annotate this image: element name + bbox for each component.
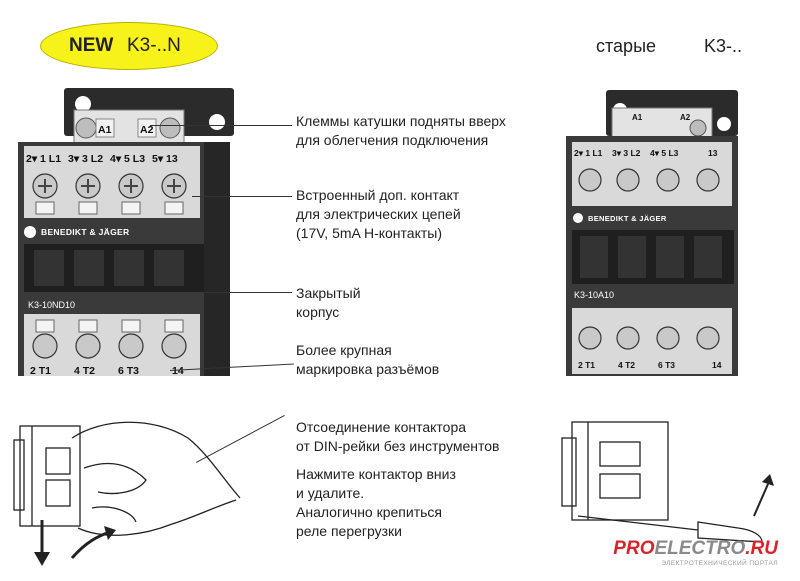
top-term-2: 3▾ 3 L2 bbox=[68, 153, 103, 165]
aux-annotation-line: (17V, 5mA H-контакты) bbox=[296, 225, 443, 241]
new-brand-label: BENEDIKT & JÄGER bbox=[41, 227, 129, 237]
old-model-label: K3-.. bbox=[704, 36, 743, 56]
old-coil-a1-label: A1 bbox=[632, 113, 643, 122]
watermark-pro: PRO bbox=[613, 538, 655, 559]
old-top-term-2: 3▾ 3 L2 bbox=[612, 148, 641, 158]
closed-annotation-line: Закрытый bbox=[296, 285, 361, 301]
old-bottom-term-3: 6 T3 bbox=[658, 360, 675, 370]
aux-annotation-line: для электрических цепей bbox=[296, 206, 461, 222]
coil-annotation: Клеммы катушки подняты вверх для облегче… bbox=[296, 112, 506, 150]
new-label: NEW bbox=[69, 35, 114, 56]
new-model-plate: K3-10ND10 bbox=[28, 300, 75, 310]
old-label: старые bbox=[596, 36, 657, 56]
old-top-term-1: 2▾ 1 L1 bbox=[574, 148, 603, 158]
press-annotation-line: Нажмите контактор вниз bbox=[296, 466, 456, 482]
bottom-term-3: 6 T3 bbox=[118, 365, 139, 377]
closed-annotation-line: корпус bbox=[296, 304, 340, 320]
coil-annotation-line: Клеммы катушки подняты вверх bbox=[296, 113, 506, 129]
coil-annotation-line: для облегчения подключения bbox=[296, 132, 489, 148]
press-annotation-line: реле перегрузки bbox=[296, 523, 402, 539]
old-model-plate: K3-10A10 bbox=[574, 290, 614, 300]
din-annotation: Отсоединение контактора от DIN-рейки без… bbox=[296, 418, 500, 456]
press-annotation-line: Аналогично крепиться bbox=[296, 504, 442, 520]
top-term-1: 2▾ 1 L1 bbox=[26, 153, 61, 165]
bottom-term-1: 2 T1 bbox=[30, 365, 51, 377]
proelectro-watermark: PROELECTRO.RU ЭЛЕКТРОТЕХНИЧЕСКИЙ ПОРТАЛ bbox=[613, 538, 778, 567]
leader-aux bbox=[192, 196, 292, 197]
closed-annotation: Закрытый корпус bbox=[296, 284, 361, 322]
old-brand-label: BENEDIKT & JÄGER bbox=[588, 214, 667, 223]
top-term-3: 4▾ 5 L3 bbox=[110, 153, 145, 165]
coil-a2-label: A2 bbox=[140, 124, 154, 136]
old-contactor-image: A1 A2 2▾ 1 L1 3▾ 3 L2 4▾ 5 L3 13 BENEDIK… bbox=[566, 90, 738, 376]
marking-annotation-line: маркировка разъёмов bbox=[296, 361, 440, 377]
new-model-label: K3-..N bbox=[127, 35, 181, 56]
watermark-electro: ELECTRO bbox=[654, 538, 746, 559]
new-model-badge: NEW K3-..N bbox=[40, 22, 218, 70]
bottom-term-4: 14 bbox=[172, 365, 184, 377]
old-bottom-term-2: 4 T2 bbox=[618, 360, 635, 370]
watermark-ru: .RU bbox=[745, 538, 778, 559]
watermark-subtitle: ЭЛЕКТРОТЕХНИЧЕСКИЙ ПОРТАЛ bbox=[661, 560, 778, 567]
old-bottom-term-4: 14 bbox=[712, 360, 722, 370]
press-annotation-line: и удалите. bbox=[296, 485, 365, 501]
leader-closed bbox=[205, 292, 292, 293]
din-annotation-line: Отсоединение контактора bbox=[296, 419, 467, 435]
aux-annotation: Встроенный доп. контакт для электрически… bbox=[296, 186, 461, 243]
press-annotation: Нажмите контактор вниз и удалите. Аналог… bbox=[296, 465, 456, 541]
marking-annotation: Более крупная маркировка разъёмов bbox=[296, 341, 439, 379]
leader-coil bbox=[150, 125, 292, 126]
din-annotation-line: от DIN-рейки без инструментов bbox=[296, 438, 500, 454]
old-top-term-4: 13 bbox=[708, 148, 718, 158]
aux-annotation-line: Встроенный доп. контакт bbox=[296, 187, 460, 203]
old-bottom-term-1: 2 T1 bbox=[578, 360, 595, 370]
bottom-term-2: 4 T2 bbox=[74, 365, 95, 377]
coil-a1-label: A1 bbox=[98, 124, 112, 136]
din-removal-hand-drawing bbox=[13, 421, 241, 566]
din-removal-screwdriver-drawing bbox=[561, 421, 774, 543]
top-term-4: 5▾ 13 bbox=[152, 153, 178, 165]
old-coil-a2-label: A2 bbox=[680, 113, 691, 122]
old-top-term-3: 4▾ 5 L3 bbox=[650, 148, 679, 158]
marking-annotation-line: Более крупная bbox=[296, 342, 392, 358]
new-contactor-image: A1 A2 2▾ 1 L1 3▾ 3 L2 4▾ 5 L3 5▾ 13 BENE… bbox=[18, 88, 234, 377]
